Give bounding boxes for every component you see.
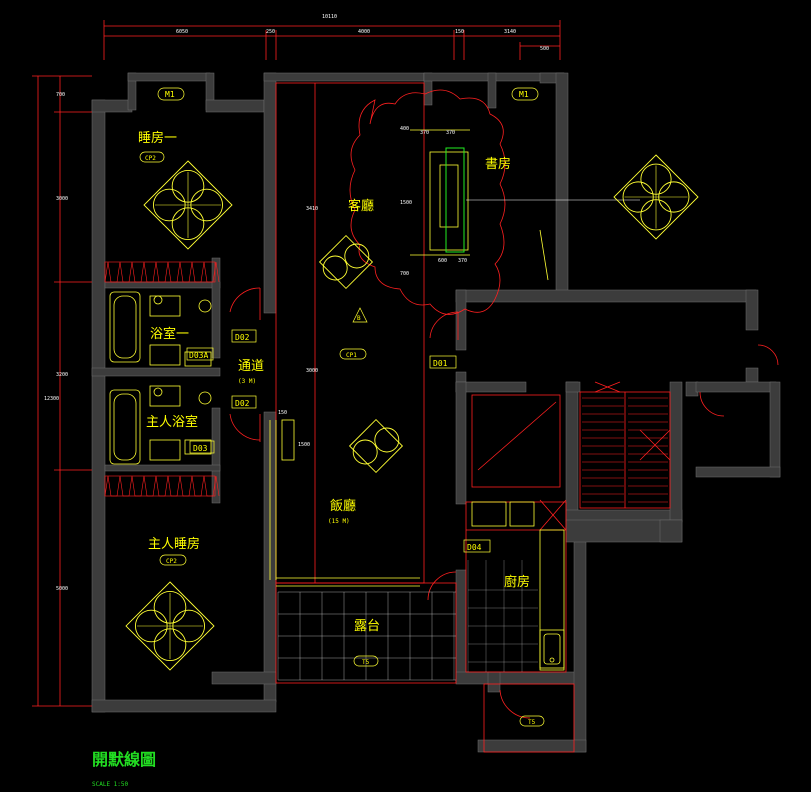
stair-treads bbox=[582, 397, 668, 503]
tag-d02-bottom: D02 bbox=[235, 399, 250, 408]
tag-d03: D03 bbox=[193, 444, 208, 453]
dim-seg2: 250 bbox=[266, 29, 275, 35]
tag-marker-b: B bbox=[357, 315, 361, 322]
red-linework bbox=[32, 20, 779, 753]
dim-desk-w2: 370 bbox=[446, 130, 455, 136]
dim-seg3: 4000 bbox=[358, 29, 370, 35]
dim-mid2: 3000 bbox=[306, 368, 318, 374]
tag-m1-right: M1 bbox=[519, 90, 529, 99]
fixtures bbox=[109, 129, 565, 671]
drawing-scale: SCALE 1:50 bbox=[92, 781, 129, 788]
tag-cp2-bottom: CP2 bbox=[166, 558, 177, 565]
room-study: 書房 bbox=[485, 156, 511, 172]
dining-area: (15 M) bbox=[328, 518, 350, 525]
wardrobe-hatch-top bbox=[104, 261, 220, 283]
room-living: 客廳 bbox=[348, 198, 374, 214]
room-master-bath: 主人浴室 bbox=[146, 414, 198, 430]
room-corridor: 通道 bbox=[238, 359, 264, 374]
tag-t5-bottom: T5 bbox=[528, 719, 536, 726]
room-bedroom1: 睡房一 bbox=[138, 130, 177, 146]
dim-desk-h1: 400 bbox=[400, 126, 409, 132]
study-desk-outline bbox=[445, 147, 465, 253]
tag-t5-balcony: T5 bbox=[362, 659, 370, 666]
tag-cp1: CP1 bbox=[346, 352, 357, 359]
tag-d03a: D03A bbox=[189, 351, 208, 360]
dim-seg4: 150 bbox=[455, 29, 464, 35]
dim-desk-b1: 600 bbox=[438, 258, 447, 264]
dim-seg1: 6050 bbox=[176, 29, 188, 35]
room-balcony: 露台 bbox=[354, 619, 380, 634]
dim-overall-height: 12300 bbox=[44, 396, 59, 402]
dim-v3: 3200 bbox=[56, 372, 68, 378]
dim-v2: 3000 bbox=[56, 196, 68, 202]
wardrobes bbox=[104, 261, 216, 497]
room-master-bedroom: 主人睡房 bbox=[148, 536, 200, 552]
room-bath1: 浴室一 bbox=[150, 326, 189, 342]
dim-col1: 150 bbox=[278, 410, 287, 416]
dim-mid1: 3410 bbox=[306, 206, 318, 212]
study-window-line bbox=[539, 229, 549, 281]
room-kitchen: 廚房 bbox=[504, 574, 530, 590]
dim-overall-width: 10110 bbox=[322, 14, 337, 20]
tag-m1-left: M1 bbox=[165, 90, 175, 99]
corridor-area: (3 M) bbox=[238, 378, 256, 385]
dim-seg6: 500 bbox=[540, 46, 549, 52]
code-tags bbox=[139, 87, 545, 727]
dim-desk-h3: 700 bbox=[400, 271, 409, 277]
ceiling-lights bbox=[125, 154, 699, 671]
tag-d02-top: D02 bbox=[235, 333, 250, 342]
wardrobe-hatch-bottom bbox=[104, 475, 220, 497]
balcony-tile-grid bbox=[277, 560, 538, 681]
dim-desk-b2: 370 bbox=[458, 258, 467, 264]
room-dining: 飯廳 bbox=[330, 498, 356, 514]
tag-d01: D01 bbox=[433, 359, 448, 368]
dim-desk-h2: 1500 bbox=[400, 200, 412, 206]
dim-seg5: 3140 bbox=[504, 29, 516, 35]
drawing-title: 開默線圖 bbox=[92, 750, 156, 769]
dim-v1: 700 bbox=[56, 92, 65, 98]
tag-cp2-top: CP2 bbox=[145, 155, 156, 162]
tag-d04: D04 bbox=[467, 543, 482, 552]
dim-desk-w1: 370 bbox=[420, 130, 429, 136]
dim-v4: 5000 bbox=[56, 586, 68, 592]
dim-col2: 1500 bbox=[298, 442, 310, 448]
walls bbox=[91, 72, 781, 753]
